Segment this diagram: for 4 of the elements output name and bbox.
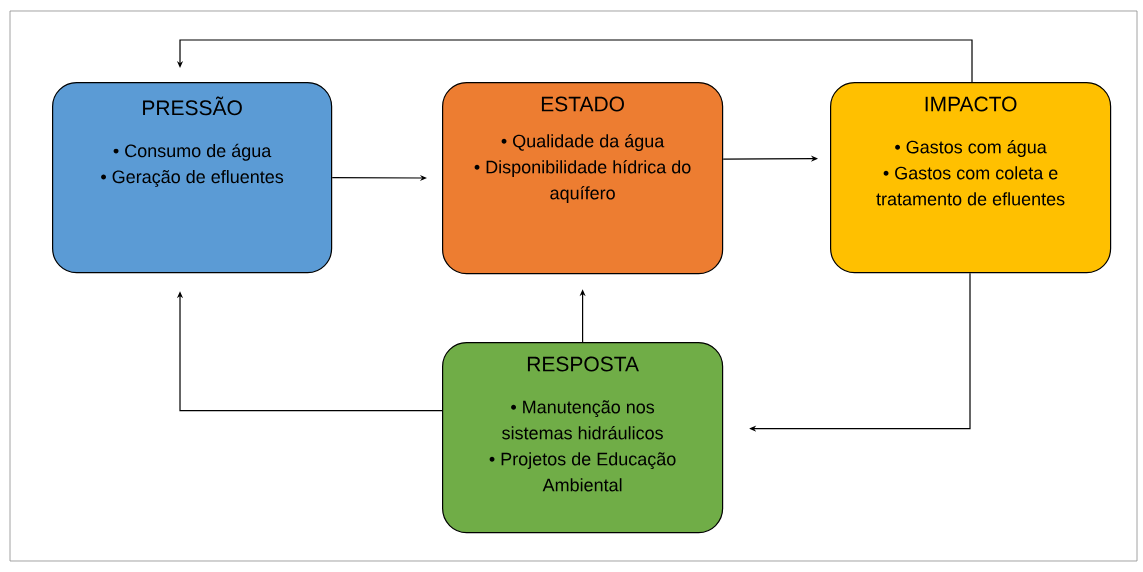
process-box: PRESSÃO • Consumo de água • Geração de efluentes — [52, 82, 333, 274]
process-box: IMPACTO • Gastos com água • Gastos com coleta e tratamento de efluentes — [830, 82, 1112, 274]
process-box: RESPOSTA • Manutenção nos sistemas hidráulicos • Projetos de Educação Ambiental — [442, 342, 724, 534]
process-box: ESTADO • Qualidade da água • Disponibilidade hídrica do aquífero — [442, 82, 724, 275]
